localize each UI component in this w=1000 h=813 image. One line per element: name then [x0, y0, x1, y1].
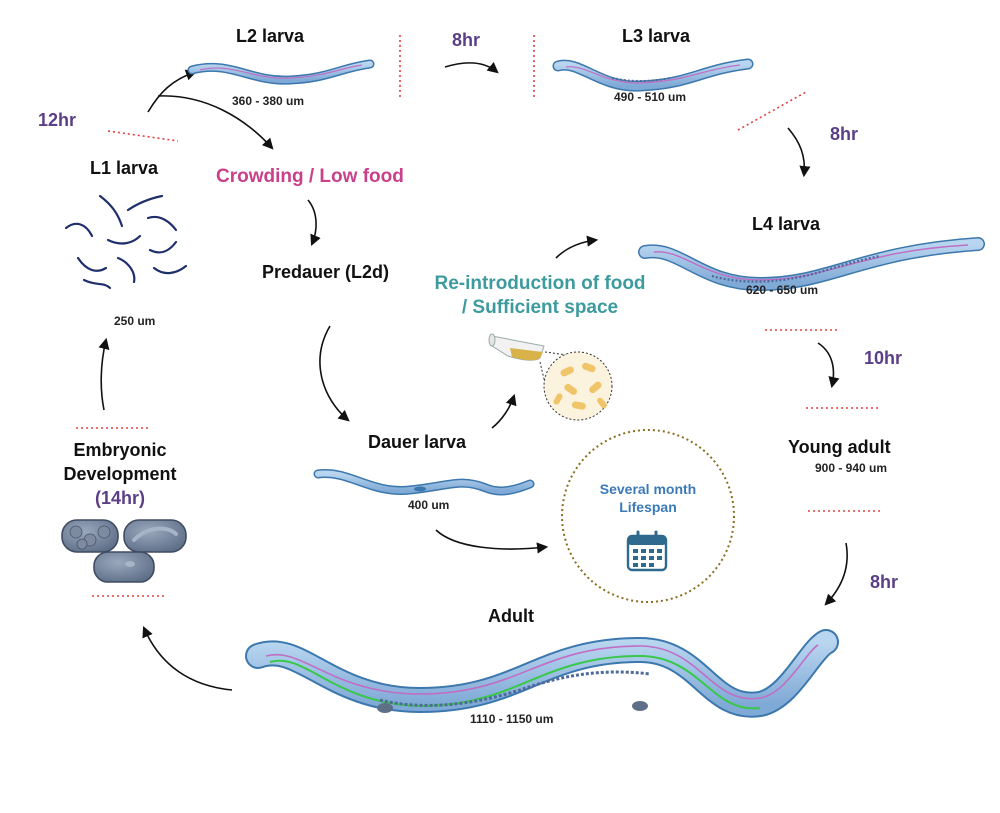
reintroduction-condition: Re-introduction of food / Sufficient spa…	[420, 272, 660, 320]
arrow-l2-to-l3	[444, 61, 499, 74]
arrow-l3-to-l4	[787, 127, 811, 178]
cycle-arrows	[98, 61, 848, 691]
l1-worm	[76, 256, 108, 272]
l1-worm	[64, 222, 94, 238]
adult-title: Adult	[488, 606, 534, 626]
l1-worm	[98, 194, 124, 228]
young-adult-title: Young adult	[788, 437, 891, 457]
culture-tube-icon	[488, 333, 545, 361]
arrow-embryo-to-l1	[98, 337, 110, 411]
young-adult-size: 900 - 940 um	[815, 461, 888, 475]
embryo-title: Embryonic Development (14hr)	[40, 438, 200, 510]
l1-worm	[126, 194, 164, 212]
dauer-size: 400 um	[408, 498, 450, 512]
l3-size: 490 - 510 um	[614, 90, 687, 104]
l2-size: 360 - 380 um	[232, 94, 305, 108]
l1-size: 250 um	[114, 314, 156, 328]
duration-l2-to-l3: 8hr	[452, 30, 481, 50]
arrow-crowding-to-predauer	[307, 199, 321, 247]
arrow-adult-to-embryo	[142, 625, 233, 691]
arrow-young-adult-to-adult	[824, 542, 848, 606]
l1-worm	[152, 264, 188, 275]
arrow-reintro-to-l4	[555, 235, 599, 259]
l4-worm	[638, 237, 985, 292]
l1-title: L1 larva	[90, 158, 159, 178]
duration-young-adult-to-adult: 8hr	[870, 572, 899, 592]
l1-worm	[116, 256, 136, 284]
l1-worm	[106, 234, 142, 245]
l3-worm	[552, 58, 754, 92]
bacteria-food-icon	[543, 351, 613, 421]
predauer-title: Predauer (L2d)	[262, 262, 390, 282]
crowding-condition: Crowding / Low food	[216, 166, 404, 187]
divider-l3-l4	[737, 91, 807, 131]
embryo-cluster	[61, 519, 187, 583]
embryo-title-line-1: Embryonic	[73, 440, 167, 460]
duration-l1-to-l2: 12hr	[38, 110, 77, 130]
embryo-duration: (14hr)	[94, 488, 145, 508]
arrow-dauer-to-food	[491, 393, 517, 429]
arrow-l1-to-l2	[147, 69, 198, 113]
stage-dividers	[76, 35, 880, 597]
arrow-l1-to-crowding	[157, 95, 274, 150]
l4-title: L4 larva	[752, 214, 821, 234]
calendar-icon	[626, 530, 668, 572]
divider-l1-l2	[107, 130, 179, 142]
l1-worm	[146, 215, 178, 232]
l3-title: L3 larva	[622, 26, 691, 46]
l1-worm	[82, 278, 112, 290]
lifespan-label: Several month Lifespan	[568, 480, 728, 516]
adult-size: 1110 - 1150 um	[470, 712, 554, 726]
arrow-dauer-to-lifespan	[435, 529, 549, 554]
l4-size: 620 - 650 um	[746, 283, 819, 297]
reintroduction-line-2: / Sufficient space	[461, 297, 619, 318]
reintroduction-line-1: Re-introduction of food	[434, 273, 646, 294]
embryo-egg	[123, 519, 187, 553]
lifespan-line-1: Several month	[599, 481, 697, 497]
l1-worm-cluster	[64, 194, 188, 290]
embryo-egg	[93, 551, 155, 583]
duration-l4-to-young-adult: 10hr	[864, 348, 903, 368]
lifespan-circle	[561, 429, 735, 603]
lifespan-line-2: Lifespan	[619, 499, 677, 515]
arrow-predauer-to-dauer	[319, 325, 350, 422]
l2-title: L2 larva	[236, 26, 305, 46]
dauer-worm	[313, 469, 535, 496]
embryo-title-line-2: Development	[63, 464, 177, 484]
duration-l3-to-l4: 8hr	[830, 124, 859, 144]
l2-worm	[187, 59, 375, 85]
l1-worm	[148, 240, 178, 254]
arrow-l4-to-young-adult	[817, 342, 840, 389]
dauer-title: Dauer larva	[368, 432, 467, 452]
adult-worm	[245, 629, 839, 718]
